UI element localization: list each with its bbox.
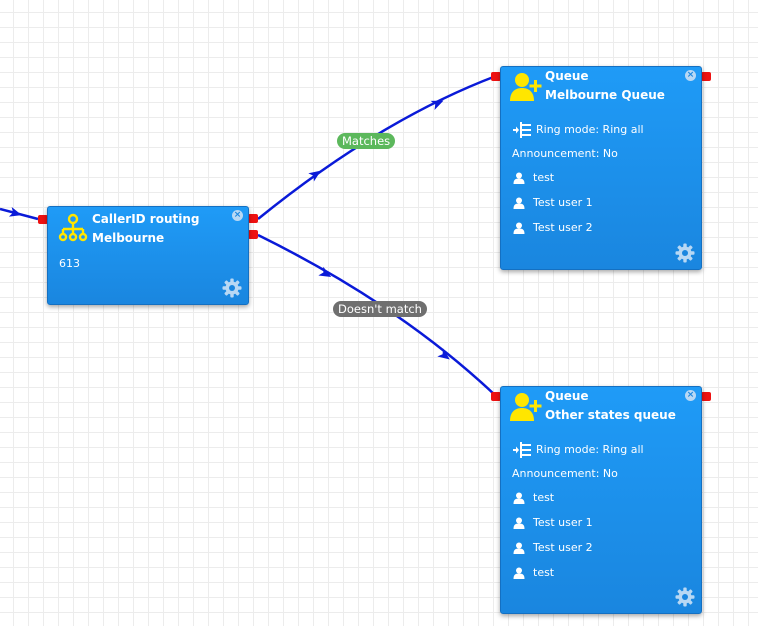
callerid-output-port-matches[interactable] xyxy=(248,214,258,223)
close-icon[interactable]: × xyxy=(232,210,243,221)
list-item: test xyxy=(512,171,554,185)
ring-mode-icon xyxy=(513,442,531,458)
add-user-icon xyxy=(510,73,542,101)
callerid-value: 613 xyxy=(59,257,80,270)
list-item: Test user 2 xyxy=(512,541,593,555)
list-item: test xyxy=(512,491,554,505)
node-title-line1: CallerID routing xyxy=(92,212,200,226)
list-item: Test user 1 xyxy=(512,516,593,530)
node-title-line2: Melbourne Queue xyxy=(545,88,665,102)
list-item: Test user 1 xyxy=(512,196,593,210)
user-name: Test user 2 xyxy=(533,221,593,234)
gear-icon[interactable] xyxy=(675,243,695,263)
ring-mode-row: Ring mode: Ring all xyxy=(512,121,644,139)
node-title-line1: Queue xyxy=(545,389,589,403)
user-name: Test user 2 xyxy=(533,541,593,554)
node-title-line1: Queue xyxy=(545,69,589,83)
announcement-text: Announcement: No xyxy=(512,467,618,480)
user-icon xyxy=(513,492,525,504)
user-name: test xyxy=(533,171,555,184)
user-icon xyxy=(513,222,525,234)
close-icon[interactable]: × xyxy=(685,70,696,81)
queue-other-output-port[interactable] xyxy=(701,392,711,401)
node-title-line2: Melbourne xyxy=(92,231,165,245)
queue-melbourne-output-port[interactable] xyxy=(701,72,711,81)
user-name: test xyxy=(533,491,555,504)
queue-other-input-port[interactable] xyxy=(491,392,501,401)
gear-icon[interactable] xyxy=(222,278,242,298)
callerid-output-port-no-match[interactable] xyxy=(248,230,258,239)
ring-mode-text: Ring mode: Ring all xyxy=(536,443,644,456)
user-icon xyxy=(513,172,525,184)
list-item: test xyxy=(512,566,554,580)
gear-icon[interactable] xyxy=(675,587,695,607)
edge-label-matches[interactable]: Matches xyxy=(337,133,396,149)
user-icon xyxy=(513,542,525,554)
list-item: Test user 2 xyxy=(512,221,593,235)
user-name: test xyxy=(533,566,555,579)
user-icon xyxy=(513,567,525,579)
add-user-icon xyxy=(510,393,542,421)
user-icon xyxy=(513,197,525,209)
org-chart-icon xyxy=(58,213,88,242)
ring-mode-icon xyxy=(513,122,531,138)
user-name: Test user 1 xyxy=(533,196,593,209)
callerid-routing-node[interactable]: CallerID routing Melbourne × 613 xyxy=(47,206,249,305)
ring-mode-row: Ring mode: Ring all xyxy=(512,441,644,459)
callerid-input-port[interactable] xyxy=(38,215,48,224)
ring-mode-text: Ring mode: Ring all xyxy=(536,123,644,136)
queue-melbourne-node[interactable]: Queue Melbourne Queue × Ring mode: Ring … xyxy=(500,66,702,270)
queue-other-states-node[interactable]: Queue Other states queue × Ring mode: Ri… xyxy=(500,386,702,614)
incoming-edge[interactable] xyxy=(0,207,39,221)
user-name: Test user 1 xyxy=(533,516,593,529)
user-icon xyxy=(513,517,525,529)
edge-label-doesnt-match[interactable]: Doesn't match xyxy=(333,301,427,317)
close-icon[interactable]: × xyxy=(685,390,696,401)
announcement-text: Announcement: No xyxy=(512,147,618,160)
node-title-line2: Other states queue xyxy=(545,408,676,422)
queue-melbourne-input-port[interactable] xyxy=(491,72,501,81)
